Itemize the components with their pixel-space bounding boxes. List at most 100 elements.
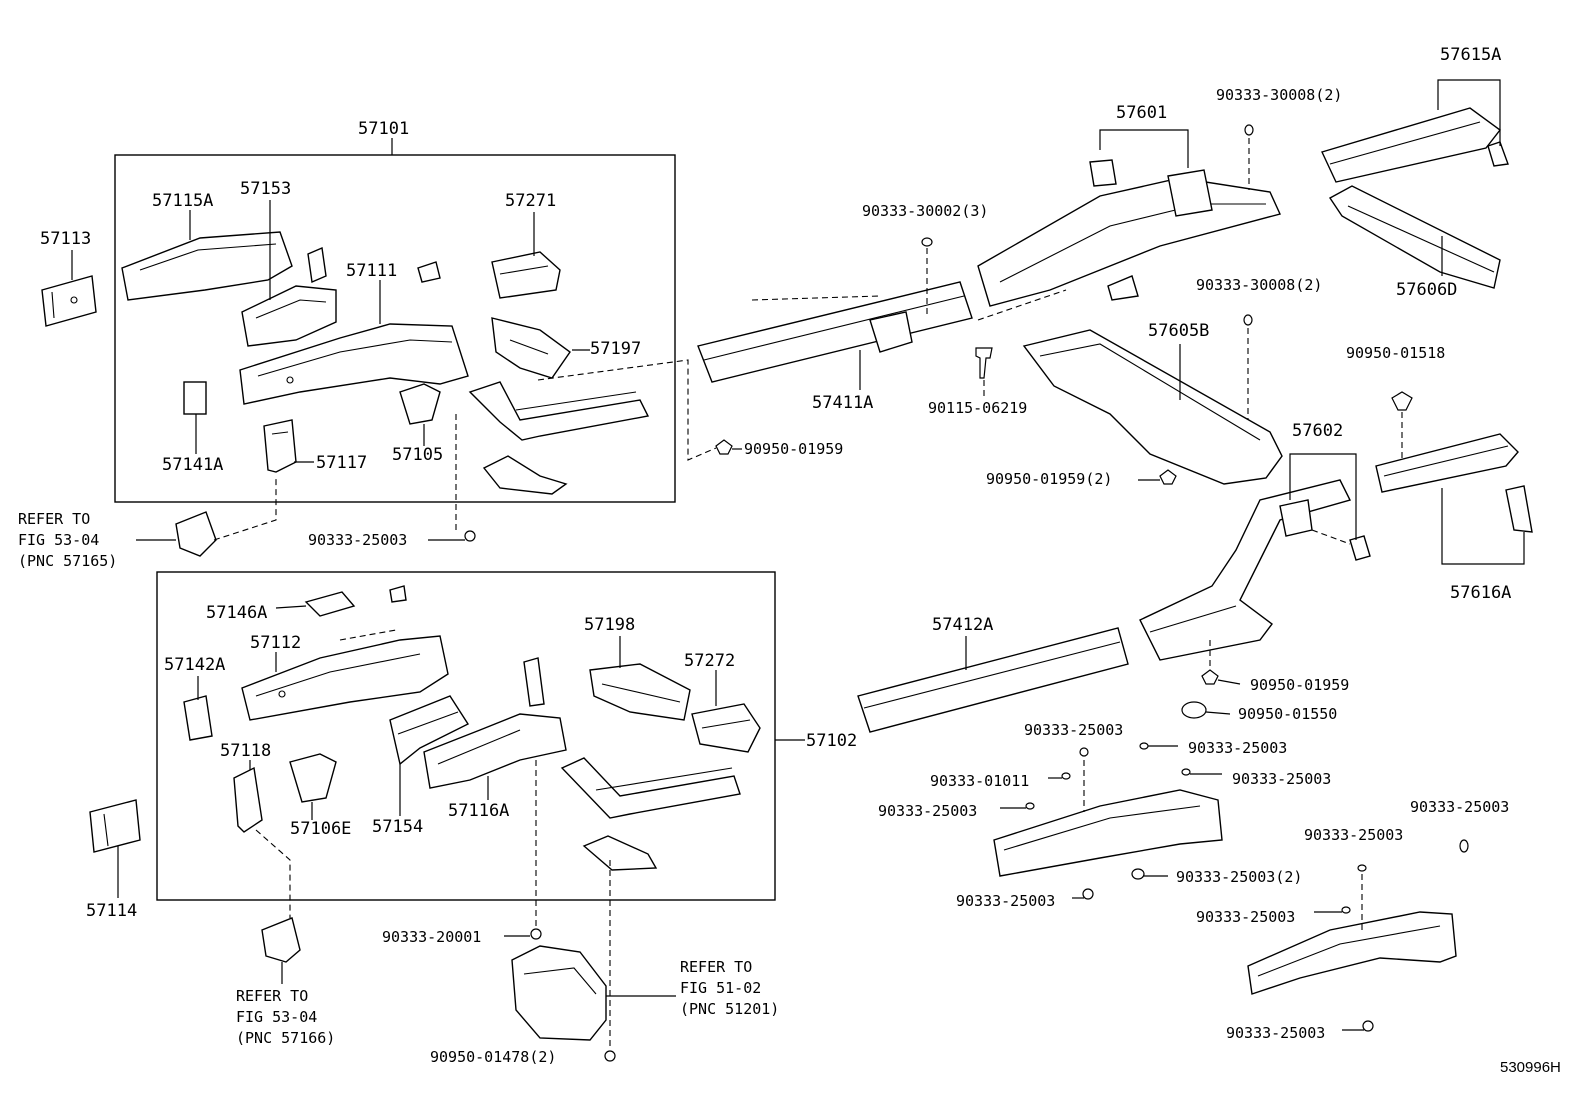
label-90950-01478: 90950-01478(2) xyxy=(430,1048,556,1066)
part-57412A[interactable] xyxy=(857,627,1129,733)
part-57271[interactable] xyxy=(491,212,561,299)
label-90333-25003-f: 90333-25003(2) xyxy=(1176,868,1302,886)
fastener-90115-06219[interactable] xyxy=(975,347,993,396)
label-57153: 57153 xyxy=(240,179,291,199)
part-57116A[interactable] xyxy=(423,713,567,800)
part-57616A-bracket[interactable] xyxy=(1441,485,1533,565)
fastener-90333-25003-b[interactable] xyxy=(1079,747,1089,757)
group-frame-57101 xyxy=(114,154,676,503)
refer-bracket-57165[interactable] xyxy=(136,478,277,557)
refer-panel-51201[interactable] xyxy=(511,945,676,1041)
fastener-90333-01011[interactable] xyxy=(1048,772,1071,780)
fastener-90333-25003-h[interactable] xyxy=(1459,839,1469,853)
part-57111[interactable] xyxy=(239,280,469,405)
fastener-90950-01959-c[interactable] xyxy=(1201,640,1241,685)
part-57272[interactable] xyxy=(691,670,761,753)
label-57118: 57118 xyxy=(220,741,271,761)
fastener-90333-25003-d[interactable] xyxy=(1181,768,1222,776)
fastener-90333-25003-e[interactable] xyxy=(1000,802,1035,810)
part-57105[interactable] xyxy=(399,383,441,446)
fastener-90333-25003-a[interactable] xyxy=(428,414,476,542)
part-57197[interactable] xyxy=(491,317,590,379)
fastener-90950-01518[interactable] xyxy=(1391,391,1413,462)
part-lower-bracket-57102[interactable] xyxy=(582,835,658,871)
fastener-90333-25003-f[interactable] xyxy=(1131,868,1168,880)
part-57118[interactable] xyxy=(233,760,263,833)
part-57115A[interactable] xyxy=(121,210,293,301)
label-57605B: 57605B xyxy=(1148,321,1209,341)
label-57112: 57112 xyxy=(250,633,301,653)
label-57601: 57601 xyxy=(1116,103,1167,123)
part-post-57116A[interactable] xyxy=(523,657,545,707)
label-90333-01011: 90333-01011 xyxy=(930,772,1029,790)
label-90950-01959-c: 90950-01959 xyxy=(1250,676,1349,694)
part-57141A[interactable] xyxy=(183,381,207,454)
part-clip-57102[interactable] xyxy=(389,585,407,603)
label-57197: 57197 xyxy=(590,339,641,359)
part-clip-57111[interactable] xyxy=(417,261,441,283)
part-side-rail-inner[interactable] xyxy=(468,381,650,441)
part-57142A[interactable] xyxy=(183,676,213,741)
part-57113[interactable] xyxy=(41,250,97,327)
fastener-90333-25003-i[interactable] xyxy=(1357,864,1367,872)
part-57615A[interactable] xyxy=(1321,79,1509,183)
fastener-90950-01959-b[interactable] xyxy=(1138,469,1177,485)
label-57412A: 57412A xyxy=(932,615,993,635)
fastener-90950-01550[interactable] xyxy=(1181,701,1231,719)
part-57601[interactable] xyxy=(977,129,1281,307)
label-57116A: 57116A xyxy=(448,801,509,821)
part-lower-right-rail-b[interactable] xyxy=(1247,874,1457,995)
label-90333-25003-a: 90333-25003 xyxy=(308,531,407,549)
part-57616A-rail[interactable] xyxy=(1375,433,1519,493)
label-90333-25003-g: 90333-25003 xyxy=(956,892,1055,910)
part-57117[interactable] xyxy=(263,419,314,473)
label-57141A: 57141A xyxy=(162,455,223,475)
refer-51201-line1: REFER TO xyxy=(680,958,752,976)
part-57606D[interactable] xyxy=(1328,185,1501,289)
part-57106E[interactable] xyxy=(289,753,337,820)
label-57198: 57198 xyxy=(584,615,635,635)
fastener-90333-25003-g[interactable] xyxy=(1072,888,1094,900)
fastener-90333-30002[interactable] xyxy=(921,237,933,318)
fastener-90333-30008-b[interactable] xyxy=(1243,314,1253,470)
label-57146A: 57146A xyxy=(206,603,267,623)
refer-bracket-57166[interactable] xyxy=(255,829,301,984)
label-90333-20001: 90333-20001 xyxy=(382,928,481,946)
fastener-90950-01478[interactable] xyxy=(604,860,616,1062)
part-57154[interactable] xyxy=(389,695,470,816)
label-57114: 57114 xyxy=(86,901,137,921)
label-57115A: 57115A xyxy=(152,191,213,211)
label-57606D: 57606D xyxy=(1396,280,1457,300)
label-90333-25003-e: 90333-25003 xyxy=(878,802,977,820)
refer-57165-line3: (PNC 57165) xyxy=(18,552,117,570)
part-57153[interactable] xyxy=(241,200,337,347)
label-57117: 57117 xyxy=(316,453,367,473)
refer-51201-line2: FIG 51-02 xyxy=(680,979,761,997)
label-57602: 57602 xyxy=(1292,421,1343,441)
part-57114[interactable] xyxy=(89,799,141,898)
label-90333-25003-c: 90333-25003 xyxy=(1188,739,1287,757)
part-side-rail-57102[interactable] xyxy=(560,757,741,819)
fastener-90333-20001[interactable] xyxy=(504,760,542,940)
fastener-90333-25003-j[interactable] xyxy=(1314,906,1351,914)
fastener-90333-30008-a[interactable] xyxy=(1244,124,1254,190)
part-57198[interactable] xyxy=(589,636,691,721)
part-lower-right-rail-a[interactable] xyxy=(993,760,1223,877)
part-57411A[interactable] xyxy=(697,281,973,390)
fastener-90950-01959-a[interactable] xyxy=(715,439,742,455)
part-lower-bracket-57101[interactable] xyxy=(482,455,568,495)
diagram-id: 530996H xyxy=(1500,1059,1561,1076)
refer-57165-line2: FIG 53-04 xyxy=(18,531,99,549)
part-57605B[interactable] xyxy=(1022,329,1283,485)
fastener-90333-25003-c[interactable] xyxy=(1139,742,1178,750)
label-90333-30008-a: 90333-30008(2) xyxy=(1216,86,1342,104)
part-57602[interactable] xyxy=(1139,453,1371,661)
label-57105: 57105 xyxy=(392,445,443,465)
part-57146A[interactable] xyxy=(275,591,356,617)
fastener-90333-25003-k[interactable] xyxy=(1342,1020,1374,1032)
label-90333-25003-j: 90333-25003 xyxy=(1196,908,1295,926)
part-small-bracket-a[interactable] xyxy=(307,246,327,284)
part-57112[interactable] xyxy=(241,629,449,721)
label-90333-25003-k: 90333-25003 xyxy=(1226,1024,1325,1042)
